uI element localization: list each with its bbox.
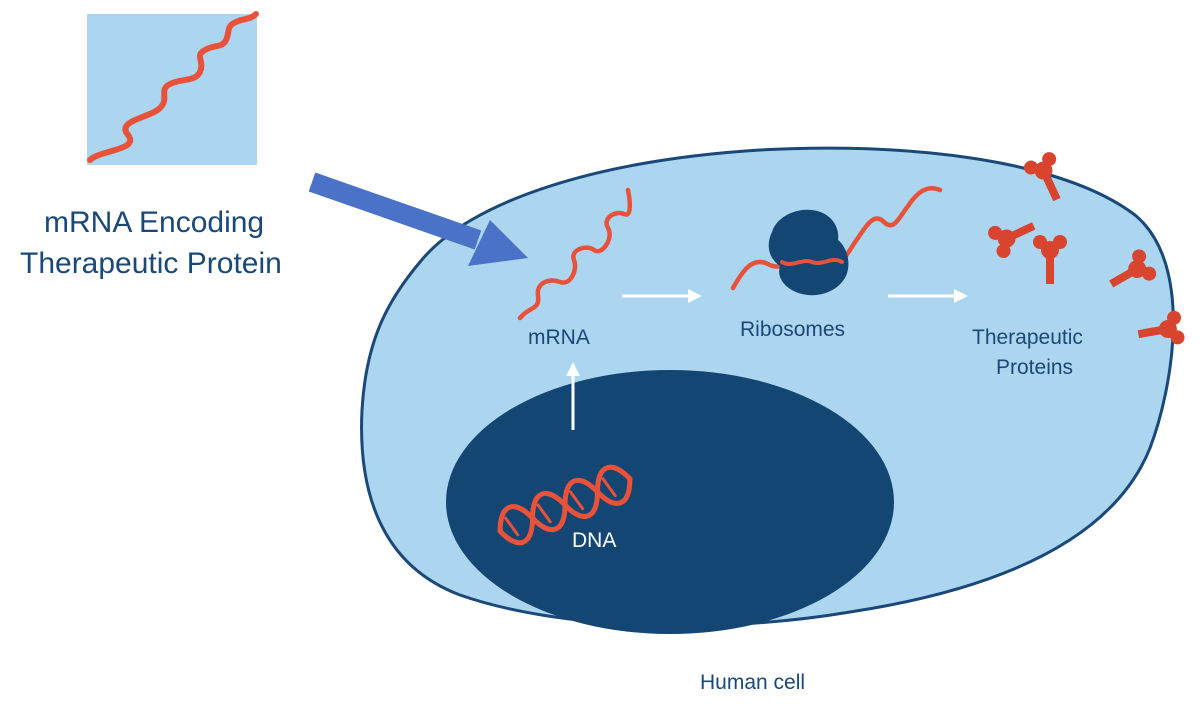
arrow-dna-to-mrna — [566, 362, 580, 430]
label-ribosomes: Ribosomes — [740, 318, 845, 341]
nucleus — [446, 370, 894, 634]
dna-helix — [497, 464, 633, 546]
protein-2 — [988, 222, 1036, 258]
mrna-inset-box — [87, 14, 257, 165]
inset-label-line2: Therapeutic Protein — [20, 247, 282, 280]
therapeutic-proteins — [988, 152, 1185, 345]
protein-5 — [1137, 310, 1185, 345]
ribosome-icon — [768, 209, 849, 296]
label-proteins-line1: Therapeutic — [972, 326, 1083, 349]
mrna-inset — [87, 11, 259, 165]
protein-1 — [1024, 152, 1061, 202]
label-mrna: mRNA — [528, 326, 590, 349]
label-human-cell: Human cell — [700, 671, 805, 694]
inset-mrna-strand — [87, 11, 259, 163]
incoming-arrow — [308, 172, 528, 266]
label-dna: DNA — [572, 529, 616, 552]
arrow-ribosome-to-proteins — [888, 289, 968, 303]
arrow-mrna-to-ribosome — [622, 289, 702, 303]
ribosome-complex — [730, 186, 943, 296]
protein-4 — [1109, 249, 1157, 288]
label-proteins-line2: Proteins — [996, 356, 1073, 379]
protein-3 — [1033, 235, 1067, 284]
cytoplasm-mrna-strand — [517, 187, 632, 321]
inset-label-line1: mRNA Encoding — [44, 206, 264, 239]
